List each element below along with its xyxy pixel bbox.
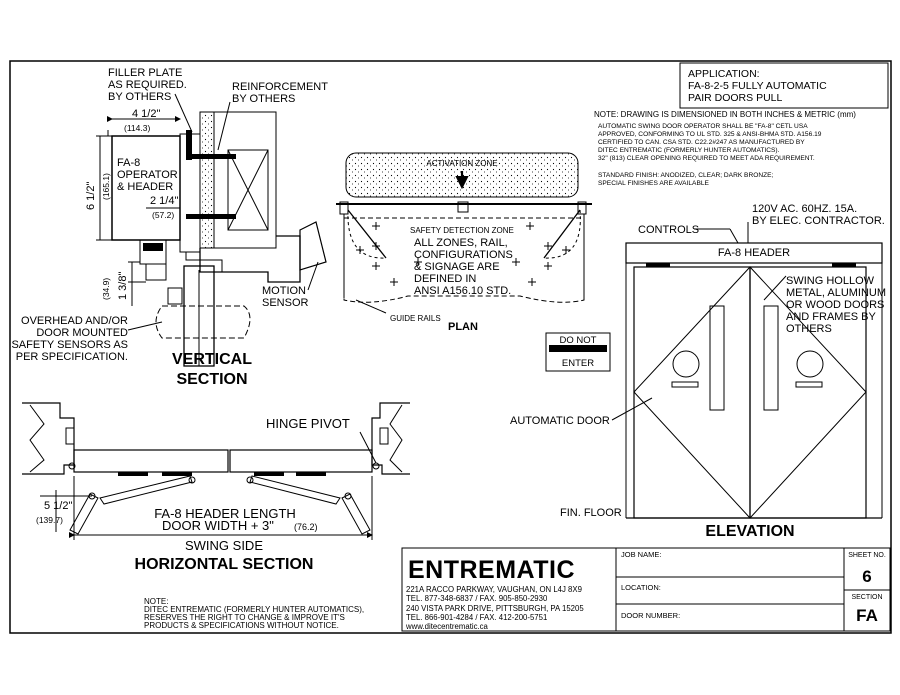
dimension-label: (34.9) — [101, 278, 111, 300]
horizontal-section: HINGE PIVOT 5 1/2" (139.7) FA-8 HEADER L… — [22, 402, 410, 573]
job-name-label: JOB NAME: — [621, 550, 661, 559]
door-number-label: DOOR NUMBER: — [621, 611, 680, 620]
plan-view: ACTIVATION ZONE SAFETY — [336, 152, 592, 333]
application-line2: PAIR DOORS PULL — [688, 92, 782, 104]
company-logo: ENTREMATIC — [408, 556, 575, 584]
sensor-note: OVERHEAD AND/OR — [21, 315, 128, 327]
zones-note: ANSI A156.10 STD. — [414, 285, 511, 297]
header-label: FA-8 HEADER — [718, 247, 790, 259]
operator-label: FA-8 — [117, 157, 140, 169]
note-line: APPROVED, CONFORMING TO UL STD. 325 & AN… — [598, 131, 822, 138]
application-line1: FA-8-2-5 FULLY AUTOMATIC — [688, 80, 827, 92]
motion-sensor-label: MOTION — [262, 285, 306, 297]
note-line: CERTIFIED TO CAN. CSA STD. C22.2#247 AS … — [598, 139, 805, 146]
notes-block: NOTE: DRAWING IS DIMENSIONED IN BOTH INC… — [594, 110, 856, 187]
horizontal-section-title: HORIZONTAL SECTION — [135, 556, 314, 573]
operator-label: OPERATOR — [117, 169, 178, 181]
automatic-door-label: AUTOMATIC DOOR — [510, 415, 610, 427]
filler-label: AS REQUIRED. — [108, 79, 187, 91]
zones-note: DEFINED IN — [414, 273, 476, 285]
location-label: LOCATION: — [621, 583, 661, 592]
operator-label: & HEADER — [117, 181, 173, 193]
door-width-mm: (76.2) — [294, 522, 318, 532]
activation-zone-label: ACTIVATION ZONE — [426, 159, 497, 168]
company-phone: TEL. 866-901-4284 / FAX. 412-200-5751 — [406, 613, 547, 622]
sheet-number-label: SHEET NO. — [848, 552, 886, 559]
note-line: NOTE: DRAWING IS DIMENSIONED IN BOTH INC… — [594, 110, 856, 119]
door-spec-label: SWING HOLLOW — [786, 275, 875, 287]
safety-zone-label: SAFETY DETECTION ZONE — [410, 226, 514, 235]
floor-label: FIN. FLOOR — [560, 507, 622, 519]
dimension-label: 1 3/8" — [117, 272, 129, 300]
note-line: DITEC ENTREMATIC (FORMERLY HUNTER AUTOMA… — [598, 147, 780, 154]
zones-note: CONFIGURATIONS — [414, 249, 513, 261]
door-spec-label: AND FRAMES BY — [786, 311, 877, 323]
door-spec-label: OTHERS — [786, 323, 832, 335]
note-line: SPECIAL FINISHES ARE AVAILABLE — [598, 180, 710, 187]
elevation-view: FA-8 HEADER CONTROLS 120V AC. 60HZ. 15A.… — [510, 203, 886, 540]
door-width-label: DOOR WIDTH + 3" — [162, 518, 274, 533]
application-label: APPLICATION: — [688, 68, 760, 80]
dimension-label: (114.3) — [124, 123, 150, 133]
company-address: 221A RACCO PARKWAY, VAUGHAN, ON L4J 8X9 — [406, 585, 582, 594]
company-address: 240 VISTA PARK DRIVE, PITTSBURGH, PA 152… — [406, 604, 584, 613]
motion-sensor-label: SENSOR — [262, 297, 309, 309]
company-website: www.ditecentrematic.ca — [405, 622, 489, 631]
dimension-label: (139.7) — [36, 515, 63, 525]
footnote-line: DITEC ENTREMATIC (FORMERLY HUNTER AUTOMA… — [144, 605, 364, 614]
dimension-label: 6 1/2" — [85, 182, 97, 210]
elevation-title: ELEVATION — [705, 523, 794, 540]
title-block: JOB NAME: LOCATION: DOOR NUMBER: SHEET N… — [615, 547, 891, 632]
sensor-note: PER SPECIFICATION. — [16, 351, 128, 363]
company-phone: TEL. 877-348-6837 / FAX. 905-850-2930 — [406, 594, 548, 603]
vertical-section-title: SECTION — [176, 371, 247, 388]
dimension-label: 4 1/2" — [132, 108, 160, 120]
sensor-note: DOOR MOUNTED — [36, 327, 128, 339]
vertical-section: FILLER PLATE AS REQUIRED. BY OTHERS REIN… — [11, 67, 328, 388]
sheet-number-value: 6 — [862, 567, 871, 586]
controls-label: CONTROLS — [638, 224, 699, 236]
note-line: AUTOMATIC SWING DOOR OPERATOR SHALL BE "… — [598, 123, 808, 130]
header-length-label: FA-8 HEADER LENGTH — [154, 506, 296, 521]
company-block: ENTREMATIC 221A RACCO PARKWAY, VAUGHAN, … — [401, 547, 617, 632]
section-label: SECTION — [851, 594, 882, 601]
reinforcement-label: BY OTHERS — [232, 93, 295, 105]
power-label: BY ELEC. CONTRACTOR. — [752, 215, 885, 227]
power-label: 120V AC. 60HZ. 15A. — [752, 203, 857, 215]
hinge-pivot-label: HINGE PIVOT — [266, 416, 350, 431]
footnote-line: RESERVES THE RIGHT TO CHANGE & IMPROVE I… — [144, 613, 345, 622]
dimension-label: 2 1/4" — [150, 195, 178, 207]
guide-rails-label: GUIDE RAILS — [390, 314, 441, 323]
sign-top-text: DO NOT — [560, 335, 597, 346]
footnote: NOTE: DITEC ENTREMATIC (FORMERLY HUNTER … — [144, 597, 364, 630]
zones-note: & SIGNAGE ARE — [414, 261, 500, 273]
dimension-label: 5 1/2" — [44, 500, 72, 512]
vertical-section-title: VERTICAL — [172, 351, 252, 368]
dimension-label: (57.2) — [152, 210, 174, 220]
reinforcement-label: REINFORCEMENT — [232, 81, 328, 93]
door-spec-label: OR WOOD DOORS — [786, 299, 884, 311]
filler-label: FILLER PLATE — [108, 67, 182, 79]
filler-label: BY OTHERS — [108, 91, 171, 103]
note-line: STANDARD FINISH: ANODIZED, CLEAR; DARK B… — [598, 172, 774, 179]
swing-side-label: SWING SIDE — [185, 538, 263, 553]
section-value: FA — [856, 606, 878, 625]
application-box: APPLICATION: FA-8-2-5 FULLY AUTOMATIC PA… — [679, 62, 889, 109]
sheet-border — [9, 60, 892, 634]
dimension-label: (165.1) — [101, 173, 111, 200]
zones-note: ALL ZONES, RAIL, — [414, 237, 508, 249]
do-not-enter-sign: DO NOT ENTER — [545, 332, 611, 372]
sign-bottom-text: ENTER — [562, 358, 594, 369]
footnote-line: PRODUCTS & SPECIFICATIONS WITHOUT NOTICE… — [144, 621, 339, 630]
door-spec-label: METAL, ALUMINUM — [786, 287, 886, 299]
footnote-line: NOTE: — [144, 597, 168, 606]
sensor-note: SAFETY SENSORS AS — [11, 339, 128, 351]
note-line: 32" (813) CLEAR OPENING REQUIRED TO MEET… — [598, 155, 815, 162]
plan-title: PLAN — [448, 321, 478, 333]
